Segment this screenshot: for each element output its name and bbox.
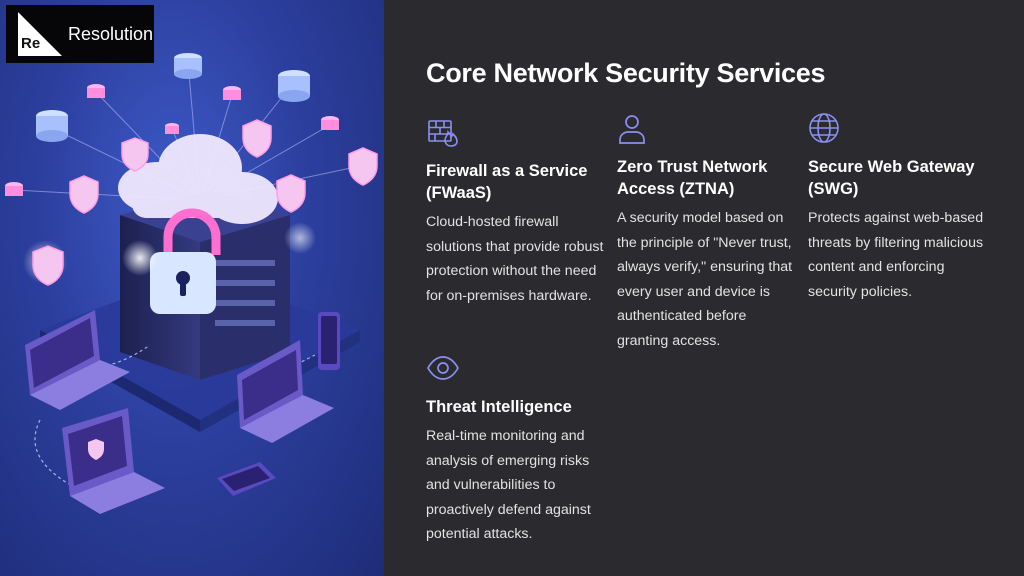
service-description: Protects against web-based threats by fi… [808,210,984,300]
network-security-illustration [5,53,378,514]
service-description: Cloud-hosted firewall solutions that pro… [426,214,604,304]
globe-icon [808,112,842,146]
hero-illustration: Re Resolution [0,0,384,576]
service-card-ztna: Zero Trust Network Access (ZTNA) A secur… [617,112,793,354]
service-title: Threat Intelligence [426,398,572,416]
logo-mark: Re [18,12,62,56]
page-title: Core Network Security Services [426,58,826,88]
service-description: A security model based on the principle … [617,210,793,349]
service-title: Zero Trust Network Access (ZTNA) [617,158,768,198]
logo-mark-text: Re [21,35,41,52]
eye-icon [426,352,460,386]
brand-name: Resolution [68,23,154,44]
service-description: Real-time monitoring and analysis of eme… [426,428,591,543]
firewall-icon [426,116,460,150]
service-title: Firewall as a Service (FWaaS) [426,162,588,202]
brand-logo[interactable]: Re Resolution [6,5,154,63]
service-card-fwaas: Firewall as a Service (FWaaS) Cloud-host… [426,116,606,308]
service-card-swg: Secure Web Gateway (SWG) Protects agains… [808,112,990,304]
user-icon [617,112,651,146]
service-title: Secure Web Gateway (SWG) [808,158,975,198]
service-card-threat-intel: Threat Intelligence Real-time monitoring… [426,352,606,547]
